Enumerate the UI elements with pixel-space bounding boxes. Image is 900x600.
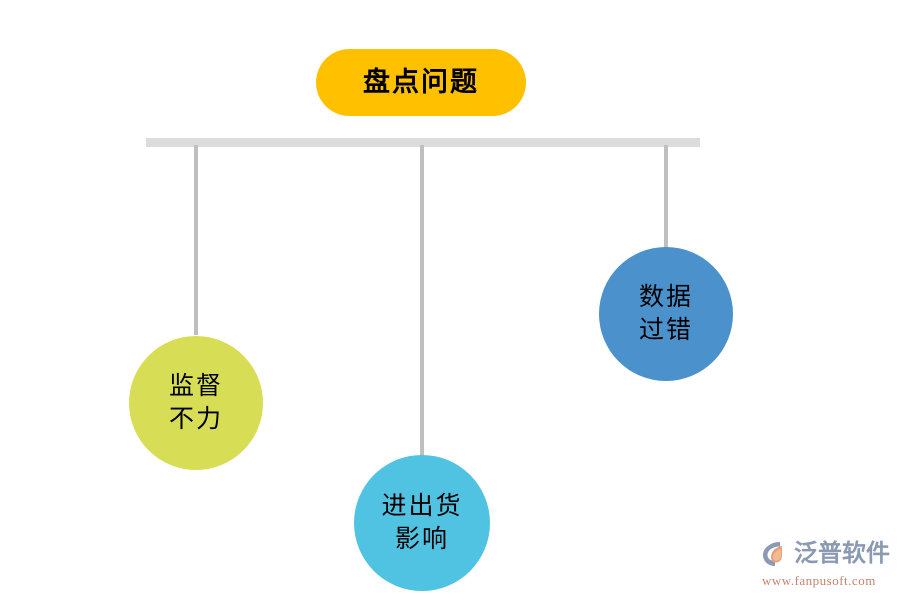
node-data-error-line2: 过错 [638, 316, 693, 344]
node-supervision-line1: 监督 [168, 372, 223, 400]
node-data-error-line1: 数据 [638, 283, 693, 311]
watermark-url-text: www.fanpusoft.com [762, 573, 876, 588]
connector-line-2 [420, 145, 424, 457]
watermark-brand-row: 泛普软件 [760, 537, 890, 571]
connector-horizontal-bar [146, 138, 700, 147]
connector-line-3 [664, 145, 668, 248]
node-supervision[interactable]: 监督 不力 [129, 336, 263, 470]
node-inout-goods-line1: 进出货 [381, 492, 463, 520]
fanpu-logo-icon [763, 542, 782, 566]
connector-line-1 [194, 145, 198, 335]
root-node-label: 盘点问题 [363, 67, 479, 97]
watermark: 泛普软件 www.fanpusoft.com [760, 533, 894, 591]
node-inout-goods-line2: 影响 [394, 525, 449, 553]
node-data-error[interactable]: 数据 过错 [599, 247, 733, 381]
node-supervision-line2: 不力 [168, 405, 223, 433]
node-inout-goods[interactable]: 进出货 影响 [354, 455, 490, 591]
root-node-盘点问题[interactable]: 盘点问题 [316, 49, 526, 116]
watermark-brand-text: 泛普软件 [794, 540, 890, 567]
